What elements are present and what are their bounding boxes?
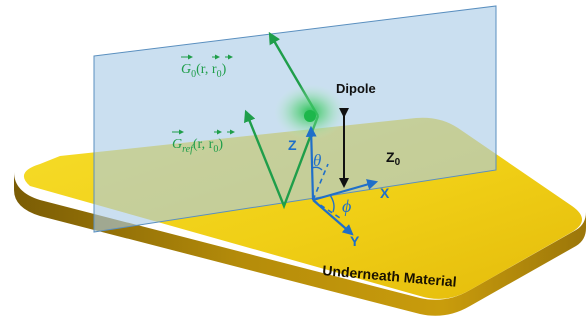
z-axis-line bbox=[305, 125, 317, 201]
gref-label: Gref(r, r0) bbox=[172, 129, 235, 155]
dipole-label: Dipole bbox=[336, 81, 376, 96]
phi-label: ϕ bbox=[342, 196, 351, 216]
z-axis-label: Z bbox=[288, 137, 297, 153]
y-axis-label: Y bbox=[350, 233, 360, 249]
svg-text:G0(r, r0): G0(r, r0) bbox=[181, 62, 227, 80]
phi-arc bbox=[329, 194, 335, 213]
y-axis-line bbox=[312, 199, 354, 236]
g0-label: G0(r, r0) bbox=[181, 54, 233, 80]
x-axis-line bbox=[312, 179, 379, 202]
theta-direction-line bbox=[312, 163, 329, 201]
phi-direction-line bbox=[312, 199, 341, 219]
theta-label: θ bbox=[313, 151, 321, 170]
svg-text:Gref(r, r0): Gref(r, r0) bbox=[172, 137, 223, 155]
reflected-ray bbox=[244, 109, 320, 210]
x-axis-label: X bbox=[380, 185, 390, 201]
coordinate-axes bbox=[305, 125, 379, 236]
dipole-point bbox=[304, 110, 316, 122]
z0-label: Z0 bbox=[386, 149, 401, 168]
theta-arc bbox=[311, 166, 323, 171]
